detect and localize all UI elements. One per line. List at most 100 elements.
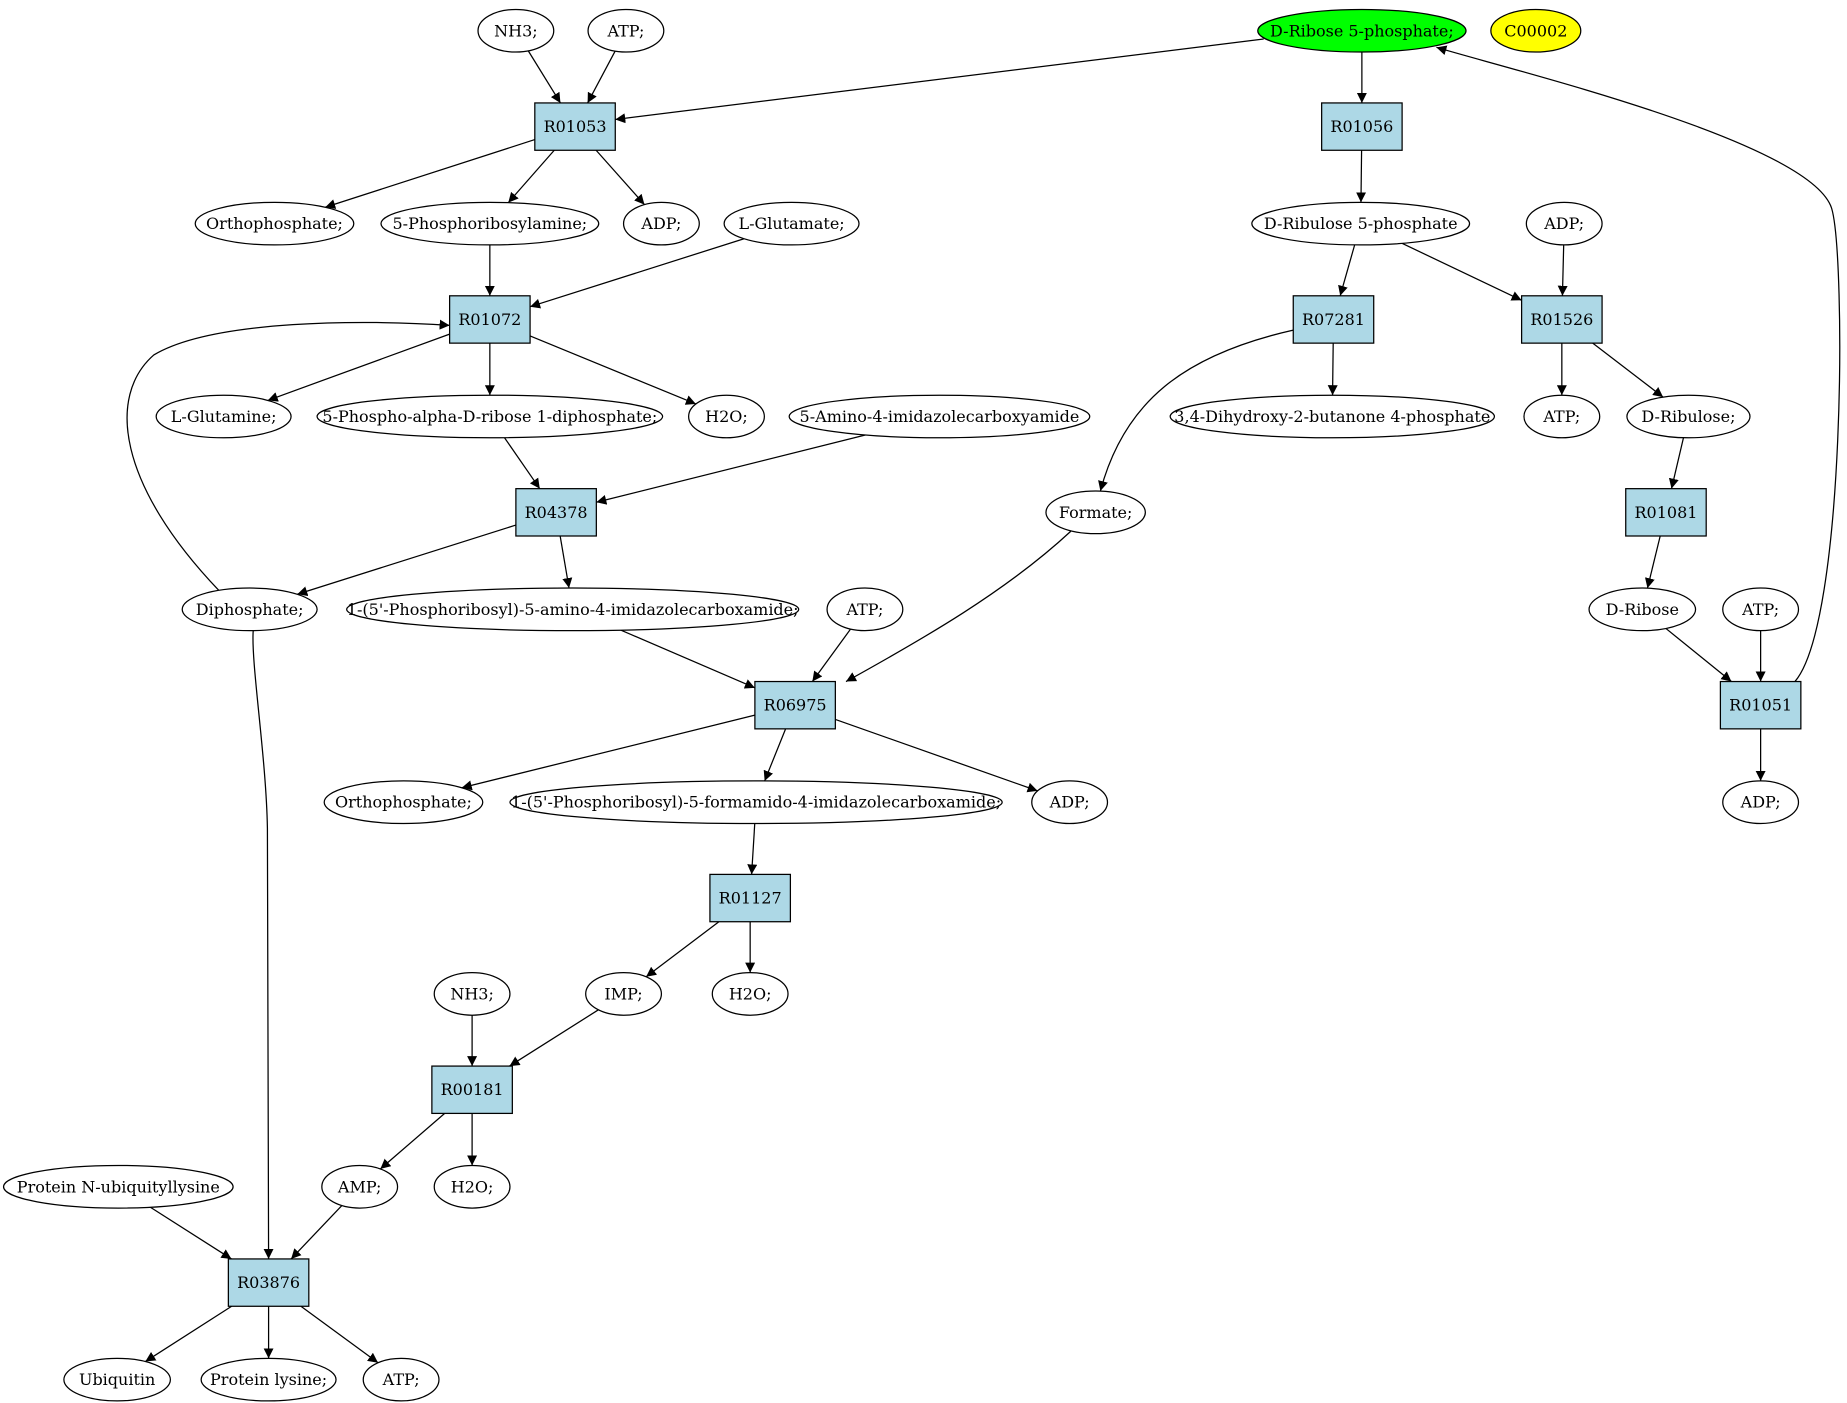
reaction-node-r01072[interactable]: R01072 [448,295,531,344]
compound-node-atp-e[interactable]: ATP; [362,1357,440,1402]
compound-ellipse [194,201,355,246]
compound-node-ribulose[interactable]: D-Ribulose; [1626,394,1751,439]
reaction-node-r00181[interactable]: R00181 [431,1065,513,1115]
compound-node-adp-a[interactable]: ADP; [622,201,700,246]
compound-label: ATP; [382,1370,420,1389]
reaction-node-r01526[interactable]: R01526 [1520,295,1603,344]
compound-node-pi-a[interactable]: Orthophosphate; [194,201,355,246]
compound-ellipse [1588,587,1697,632]
compound-node-atp-a[interactable]: ATP; [587,8,665,53]
edge-c_ru5p-to-r01526 [1401,242,1522,301]
compound-node-formate[interactable]: Formate; [1045,490,1146,535]
compound-node-pra[interactable]: 5-Phosphoribosylamine; [380,201,600,246]
reaction-label: R01081 [1634,503,1697,522]
reaction-box [709,873,792,923]
compound-node-pi-b[interactable]: Orthophosphate; [323,780,484,825]
edge-c_glu-to-r01072 [529,238,745,309]
edge-c_adp_b-to-r01526 [1557,244,1568,296]
reaction-node-r04378[interactable]: R04378 [515,488,597,537]
compound-label: ADP; [1543,214,1584,233]
reaction-label: R06975 [764,696,827,715]
reaction-node-r01081[interactable]: R01081 [1625,488,1707,537]
compound-ellipse [362,1357,440,1402]
reaction-node-r06975[interactable]: R06975 [754,680,836,730]
compound-label: Orthophosphate; [206,214,343,233]
edge-r07281-to-c_dhbp [1327,343,1338,396]
compound-ellipse [1626,394,1751,439]
compound-ellipse [433,1164,511,1209]
reaction-label: R01051 [1729,696,1792,715]
compound-label: L-Glutamate; [738,214,844,233]
compound-node-ubq[interactable]: Ubiquitin [63,1357,172,1402]
compound-label: ADP; [1740,793,1781,812]
edge-c_pnul-to-r03876 [150,1206,232,1260]
reaction-node-r01053[interactable]: R01053 [534,102,616,151]
edge-r01053-to-c_pra [507,149,555,204]
compound-ellipse [622,201,700,246]
edge-r01053-to-c_pi_a [325,138,536,209]
reaction-node-r01056[interactable]: R01056 [1321,102,1403,151]
compound-node-ru5p[interactable]: D-Ribulose 5-phosphate [1251,201,1471,246]
compound-label: C00002 [1504,21,1567,40]
compound-node-h2o-c[interactable]: H2O; [433,1164,511,1209]
edge-r00181-to-c_amp [379,1112,446,1170]
reaction-node-r03876[interactable]: R03876 [227,1258,310,1307]
compound-node-amp[interactable]: AMP; [321,1164,399,1209]
reaction-label: R03876 [237,1273,300,1292]
compound-node-atp-c[interactable]: ATP; [826,587,904,632]
reaction-label: R00181 [441,1080,504,1099]
compound-ellipse [1169,394,1496,439]
compound-node-ribose[interactable]: D-Ribose [1588,587,1697,632]
compound-ellipse [321,1164,399,1209]
compound-node-c00002[interactable]: C00002 [1490,8,1582,53]
compound-node-adp-b[interactable]: ADP; [1525,201,1603,246]
compound-node-dhbp[interactable]: 3,4-Dihydroxy-2-butanone 4-phosphate [1169,394,1496,439]
reaction-node-r07281[interactable]: R07281 [1292,295,1375,344]
reaction-box [534,102,616,151]
compound-node-faicar[interactable]: 1-(5'-Phosphoribosyl)-5-formamido-4-imid… [509,780,1003,825]
compound-node-glu[interactable]: L-Glutamate; [723,201,860,246]
compound-node-nh3-b[interactable]: NH3; [433,971,511,1016]
compound-node-ppi[interactable]: Diphosphate; [181,587,318,632]
compound-label: H2O; [729,984,772,1003]
compound-node-pnul[interactable]: Protein N-ubiquityllysine [2,1164,234,1209]
compound-label: ATP; [1741,600,1779,619]
compound-node-prpp[interactable]: 5-Phospho-alpha-D-ribose 1-diphosphate; [316,394,664,439]
compound-label: AMP; [337,1177,382,1196]
compound-node-h2o-b[interactable]: H2O; [711,971,789,1016]
compound-node-adp-d[interactable]: ADP; [1722,780,1800,825]
compound-node-r5p[interactable]: D-Ribose 5-phosphate; [1257,8,1467,53]
compound-node-atp-d[interactable]: ATP; [1722,587,1800,632]
compound-node-plys[interactable]: Protein lysine; [200,1357,337,1402]
compound-node-h2o-a[interactable]: H2O; [688,394,765,439]
compound-node-nh3-a[interactable]: NH3; [477,8,555,53]
reaction-label: R01127 [719,889,782,908]
compound-node-imp[interactable]: IMP; [585,971,663,1016]
compound-node-aica[interactable]: 5-Amino-4-imidazolecarboxyamide [788,394,1091,439]
compound-label: ADP; [640,214,681,233]
edge-c_ru5p-to-r07281 [1338,244,1356,296]
edge-r01051-to-c_r5p [1436,45,1841,682]
edge-r01081-to-c_ribose [1644,535,1661,589]
reaction-box [1719,680,1802,730]
compound-label: ATP; [845,600,883,619]
compound-node-gln[interactable]: L-Glutamine; [155,394,292,439]
compound-ellipse [723,201,860,246]
compound-label: L-Glutamine; [171,407,277,426]
compound-ellipse [433,971,511,1016]
compound-ellipse [316,394,664,439]
compound-node-atp-b[interactable]: ATP; [1523,394,1601,439]
edge-c_atp_c-to-r06975 [811,628,852,682]
reaction-node-r01127[interactable]: R01127 [709,873,792,923]
reaction-box [431,1065,513,1115]
edge-r01127-to-c_imp [645,921,720,978]
edge-c_ribulose-to-r01081 [1668,437,1685,489]
compound-label: 5-Phosphoribosylamine; [393,214,588,233]
compound-node-adp-c[interactable]: ADP; [1031,780,1109,825]
reaction-box [448,295,531,344]
compound-ellipse [155,394,292,439]
edge-c_faicar-to-r01127 [747,823,758,875]
compound-label: ATP; [606,21,644,40]
reaction-node-r01051[interactable]: R01051 [1719,680,1802,730]
compound-node-aicar[interactable]: 1-(5'-Phosphoribosyl)-5-amino-4-imidazol… [346,587,800,632]
